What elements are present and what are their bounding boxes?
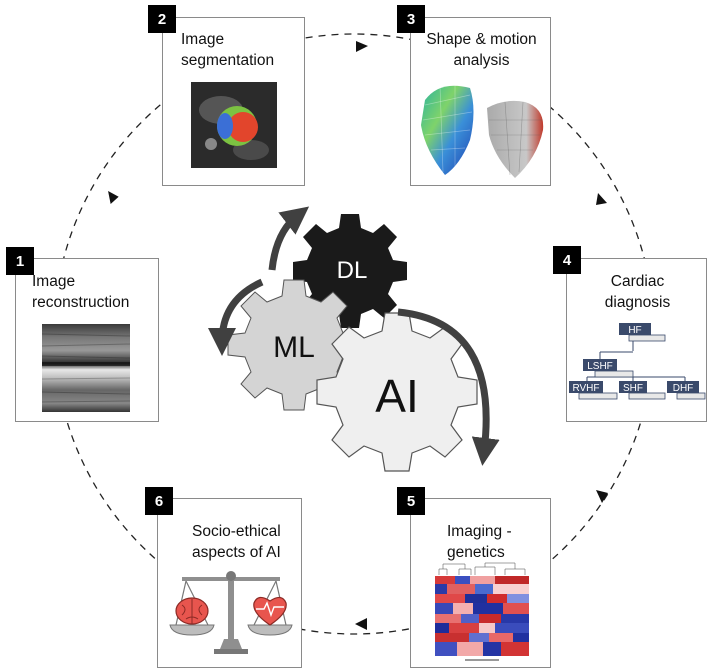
brain-icon (175, 597, 209, 625)
tree-node-mid (583, 359, 617, 371)
tree-node-leaf-label: SHF (623, 383, 643, 394)
step-number-badge: 2 (148, 5, 176, 33)
step-card-image-segmentation: Image segmentation 2 (148, 5, 305, 186)
genetics-heatmap-thumbnail (435, 562, 529, 661)
step-title: Cardiac diagnosis (604, 273, 671, 311)
tree-node-leaf (569, 381, 603, 393)
tree-node-leaf (667, 381, 699, 393)
segmentation-thumbnail (191, 82, 277, 168)
cycle-arrowhead-right-lower (596, 490, 608, 503)
cycle-arrowhead-right-down (596, 193, 607, 205)
tree-node-mid-label: LSHF (587, 361, 613, 372)
step-card-shape-motion-analysis: Shape & motion analysis (397, 5, 551, 186)
heart-mesh-thumbnail (421, 84, 544, 178)
step-number-badge: 6 (145, 487, 173, 515)
cycle-arrowhead-bottom (355, 618, 367, 630)
ethics-scale-icon (169, 571, 293, 654)
step-number-badge: 4 (553, 246, 581, 274)
step-card-image-reconstruction: Image reconstruction 1 (6, 247, 159, 422)
tree-node-leaf (619, 381, 647, 393)
step-title: Imaging - genetics (447, 523, 512, 561)
tree-node-leaf-label: RVHF (572, 383, 599, 394)
cycle-arrowhead-top (356, 41, 368, 52)
cycle-arrowhead-left-up (108, 191, 119, 204)
tree-node-root-label: HF (628, 325, 641, 336)
tree-node-root (619, 323, 651, 335)
step-number-badge: 3 (397, 5, 425, 33)
step-card-imaging-genetics: Imaging - genetics 5 (397, 487, 551, 668)
step-card-cardiac-diagnosis: Cardiac diagnosis HF LSHF RVHF SHF DHF 4 (553, 246, 707, 422)
step-card-socio-ethical-aspects: Socio-ethical aspects of AI 6 (145, 487, 302, 668)
step-title: Image reconstruction (32, 273, 130, 311)
diagnosis-tree-diagram: HF LSHF RVHF SHF DHF (569, 323, 706, 400)
step-number-badge: 1 (6, 247, 34, 275)
heart-icon (253, 596, 287, 626)
tree-node-leaf-label: DHF (673, 383, 694, 394)
step-title: Shape & motion analysis (426, 31, 537, 69)
step-title: Socio-ethical aspects of AI (192, 523, 281, 561)
step-title: Image segmentation (181, 31, 275, 69)
mri-reconstruction-thumbnail (42, 324, 130, 412)
step-number-badge: 5 (397, 487, 425, 515)
